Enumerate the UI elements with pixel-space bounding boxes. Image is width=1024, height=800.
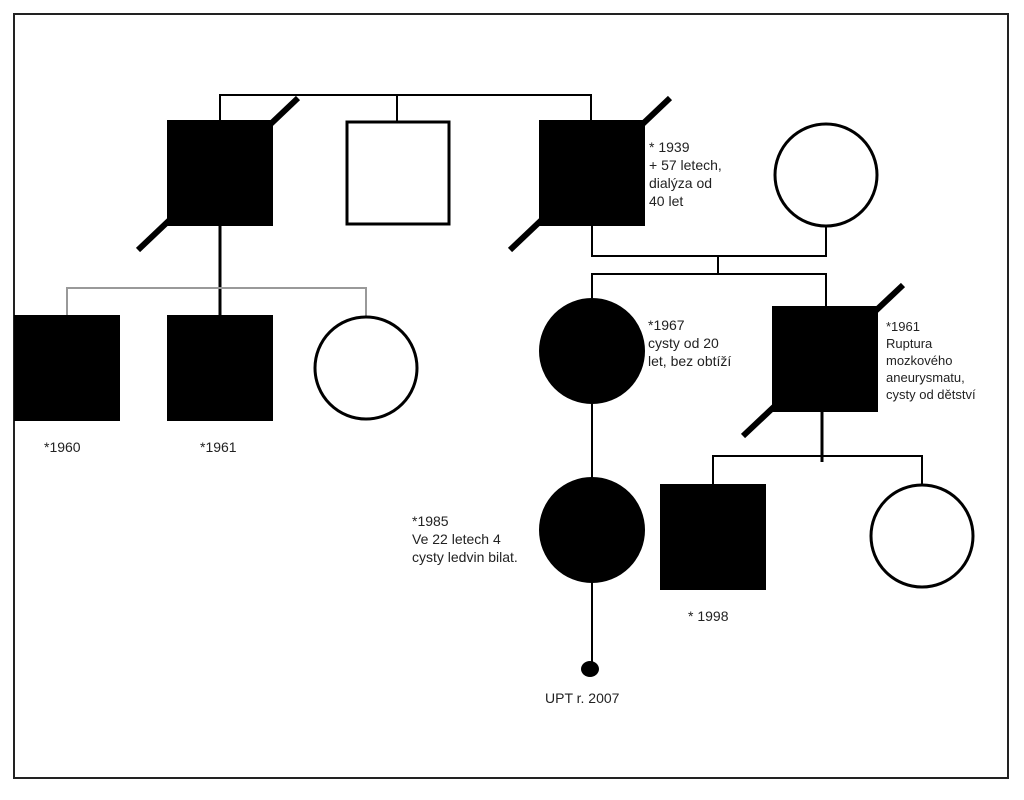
unaffected-female-symbol	[313, 315, 419, 421]
affected-female-symbol	[539, 298, 645, 404]
affected-male-symbol	[14, 315, 120, 421]
pregnancy-symbol	[581, 661, 599, 677]
unaffected-male-symbol	[345, 120, 451, 226]
sibship-line-g2	[591, 273, 827, 306]
label-g2-son: *1961 Ruptura mozkového aneurysmatu, cys…	[886, 319, 976, 402]
sibship-line-g1	[219, 94, 592, 121]
deceased-slash	[507, 95, 673, 253]
unaffected-female-symbol	[773, 122, 879, 228]
affected-female-symbol	[539, 477, 645, 583]
deceased-slash	[135, 95, 301, 253]
sibship-line-cousins	[66, 287, 367, 316]
affected-male-symbol	[167, 315, 273, 421]
label-g1-father: * 1939 + 57 letech, dialýza od 40 let	[649, 139, 722, 209]
label-g3-grandson: * 1998	[688, 608, 729, 624]
label-g2-cousin-1: *1960	[44, 439, 81, 455]
label-g4-pregnancy: UPT r. 2007	[545, 690, 620, 706]
deceased-slash	[740, 282, 906, 439]
label-g2-cousin-2: *1961	[200, 439, 237, 455]
relationship-lines	[66, 94, 923, 662]
affected-male-symbol	[660, 484, 766, 590]
label-g2-daughter: *1967 cysty od 20 let, bez obtíží	[648, 317, 732, 369]
sibship-line-g3	[712, 455, 923, 485]
marriage-line	[591, 226, 827, 257]
unaffected-female-symbol	[869, 483, 975, 589]
label-g3-granddaughter: *1985 Ve 22 letech 4 cysty ledvin bilat.	[412, 513, 518, 565]
